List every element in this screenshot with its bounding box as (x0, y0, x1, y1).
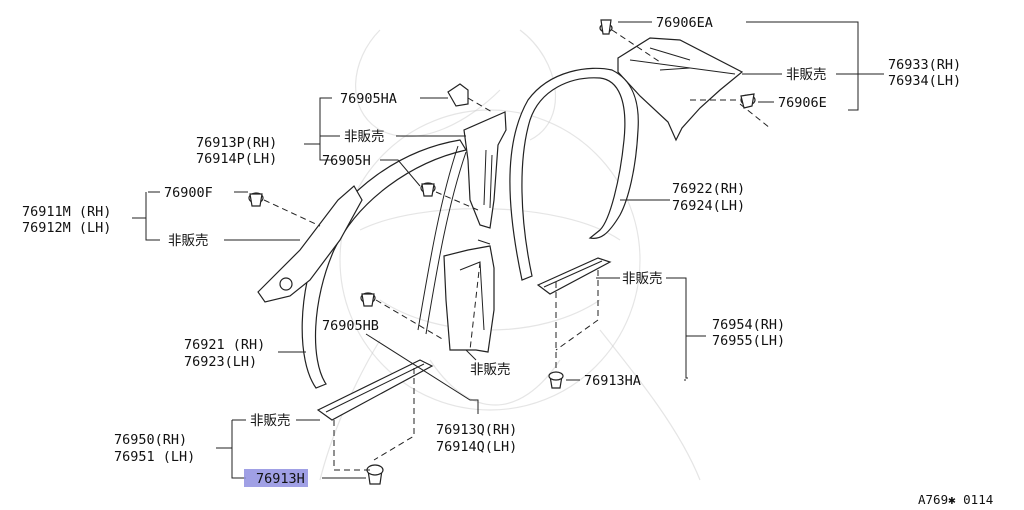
center-pillar-lower-trim[interactable] (443, 239, 495, 353)
label-76954[interactable]: 76954(RH) (712, 317, 785, 333)
label-76913HA[interactable]: 76913HA (584, 373, 641, 389)
label-not-for-sale-pillar: 非販売 (344, 129, 385, 145)
rear-sill-plate[interactable] (536, 257, 612, 295)
clip-76913HA-icon[interactable] (548, 371, 564, 389)
label-76913Q[interactable]: 76913Q(RH) (436, 422, 517, 438)
roof-side-panel[interactable] (617, 37, 744, 142)
label-76950[interactable]: 76950(RH) (114, 432, 187, 448)
clip-76900F-icon[interactable] (248, 192, 264, 207)
watermark-emblem (319, 29, 701, 481)
front-sill-plate[interactable] (316, 359, 434, 421)
clip-76905H-icon[interactable] (420, 182, 436, 197)
label-76905HA[interactable]: 76905HA (340, 91, 397, 107)
front-door-weatherstrip[interactable] (301, 139, 467, 389)
label-76905H[interactable]: 76905H (322, 153, 371, 169)
center-pillar-upper-trim[interactable] (463, 111, 507, 229)
label-not-for-sale-left: 非販売 (168, 233, 209, 249)
label-76914Q[interactable]: 76914Q(LH) (436, 439, 517, 455)
part-labels: 76906EA 非販売 76933(RH) 76934(LH) 76906E 7… (22, 15, 993, 507)
label-76913H[interactable]: 76913H (256, 471, 305, 487)
label-76923[interactable]: 76923(LH) (184, 354, 257, 370)
label-76921[interactable]: 76921 (RH) (184, 337, 265, 353)
rear-door-weatherstrip[interactable] (509, 67, 639, 281)
assembly-guide-lines (263, 29, 771, 471)
clip-76906EA-icon[interactable] (599, 19, 613, 35)
label-76914P[interactable]: 76914P(LH) (196, 151, 277, 167)
label-76905HB[interactable]: 76905HB (322, 318, 379, 334)
highlight-76913H (244, 469, 308, 487)
label-76911M[interactable]: 76911M (RH) (22, 204, 111, 220)
label-76955[interactable]: 76955(LH) (712, 333, 785, 349)
label-76906EA[interactable]: 76906EA (656, 15, 713, 31)
label-76951[interactable]: 76951 (LH) (114, 449, 195, 465)
label-76906E[interactable]: 76906E (778, 95, 827, 111)
label-76924[interactable]: 76924(LH) (672, 198, 745, 214)
clip-76905HA-icon[interactable] (447, 83, 469, 107)
clip-76905HB-icon[interactable] (360, 292, 376, 307)
label-76922[interactable]: 76922(RH) (672, 181, 745, 197)
label-76913P[interactable]: 76913P(RH) (196, 135, 277, 151)
label-76933[interactable]: 76933(RH) (888, 57, 961, 73)
reference-code: A769✱ 0114 (918, 492, 993, 507)
label-76912M[interactable]: 76912M (LH) (22, 220, 111, 236)
label-76934[interactable]: 76934(LH) (888, 73, 961, 89)
label-76900F[interactable]: 76900F (164, 185, 213, 201)
label-not-for-sale-right: 非販売 (622, 271, 663, 287)
clip-76913H-icon[interactable] (366, 464, 384, 485)
label-not-for-sale-bottom: 非販売 (250, 413, 291, 429)
clip-76906E-icon[interactable] (740, 93, 756, 109)
leader-lines (132, 21, 884, 479)
label-not-for-sale-top: 非販売 (786, 67, 827, 83)
label-not-for-sale-center: 非販売 (470, 362, 511, 378)
